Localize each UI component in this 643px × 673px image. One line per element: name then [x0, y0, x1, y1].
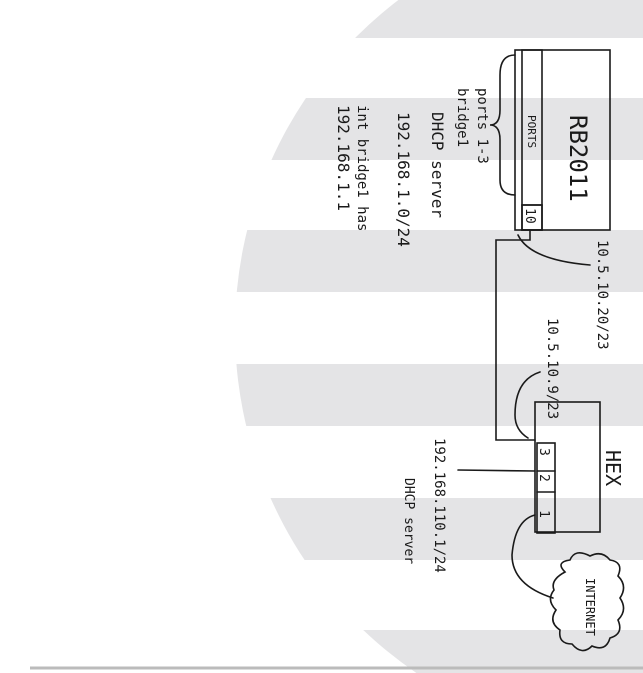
router-b-notes: 192.168.110.1/24 DHCP server	[401, 438, 447, 573]
router-a-ip: 10.5.10.20/23	[594, 240, 610, 350]
port-10-label: 10	[522, 208, 537, 224]
hex-port-1: 1	[536, 510, 551, 518]
svg-text:192.168.1.1: 192.168.1.1	[334, 105, 353, 211]
ports-label: PORTS	[525, 115, 538, 148]
wan-cable	[511, 514, 554, 599]
router-b-name: HEX	[601, 450, 625, 486]
internet-label: INTERNET	[583, 578, 597, 636]
lan-line	[457, 469, 536, 472]
cable-rb2011-hex	[495, 229, 536, 441]
router-b-ip: 10.5.10.9/23	[544, 318, 560, 419]
router-rb2011	[514, 49, 611, 231]
internet-cloud-icon	[549, 552, 625, 652]
svg-text:192.168.110.1/24: 192.168.110.1/24	[431, 438, 447, 573]
svg-text:ports 1-3: ports 1-3	[474, 88, 490, 164]
router-hex	[534, 401, 601, 534]
router-a-notes: ports 1-3 bridge1 DHCP server 192.168.1.…	[334, 88, 490, 247]
svg-text:DHCP server: DHCP server	[401, 478, 416, 564]
svg-text:bridge1: bridge1	[454, 88, 470, 147]
router-a-name: RB2011	[564, 115, 592, 202]
svg-text:int bridge1 has: int bridge1 has	[354, 105, 370, 231]
ip-a-pointer	[517, 234, 591, 266]
ip-b-pointer	[514, 371, 541, 439]
hex-port-2: 2	[536, 474, 551, 482]
svg-text:DHCP server: DHCP server	[428, 112, 447, 218]
port-10	[521, 204, 543, 231]
hex-port-3: 3	[536, 448, 551, 456]
ports-brace	[489, 54, 516, 196]
svg-text:192.168.1.0/24: 192.168.1.0/24	[394, 112, 413, 247]
